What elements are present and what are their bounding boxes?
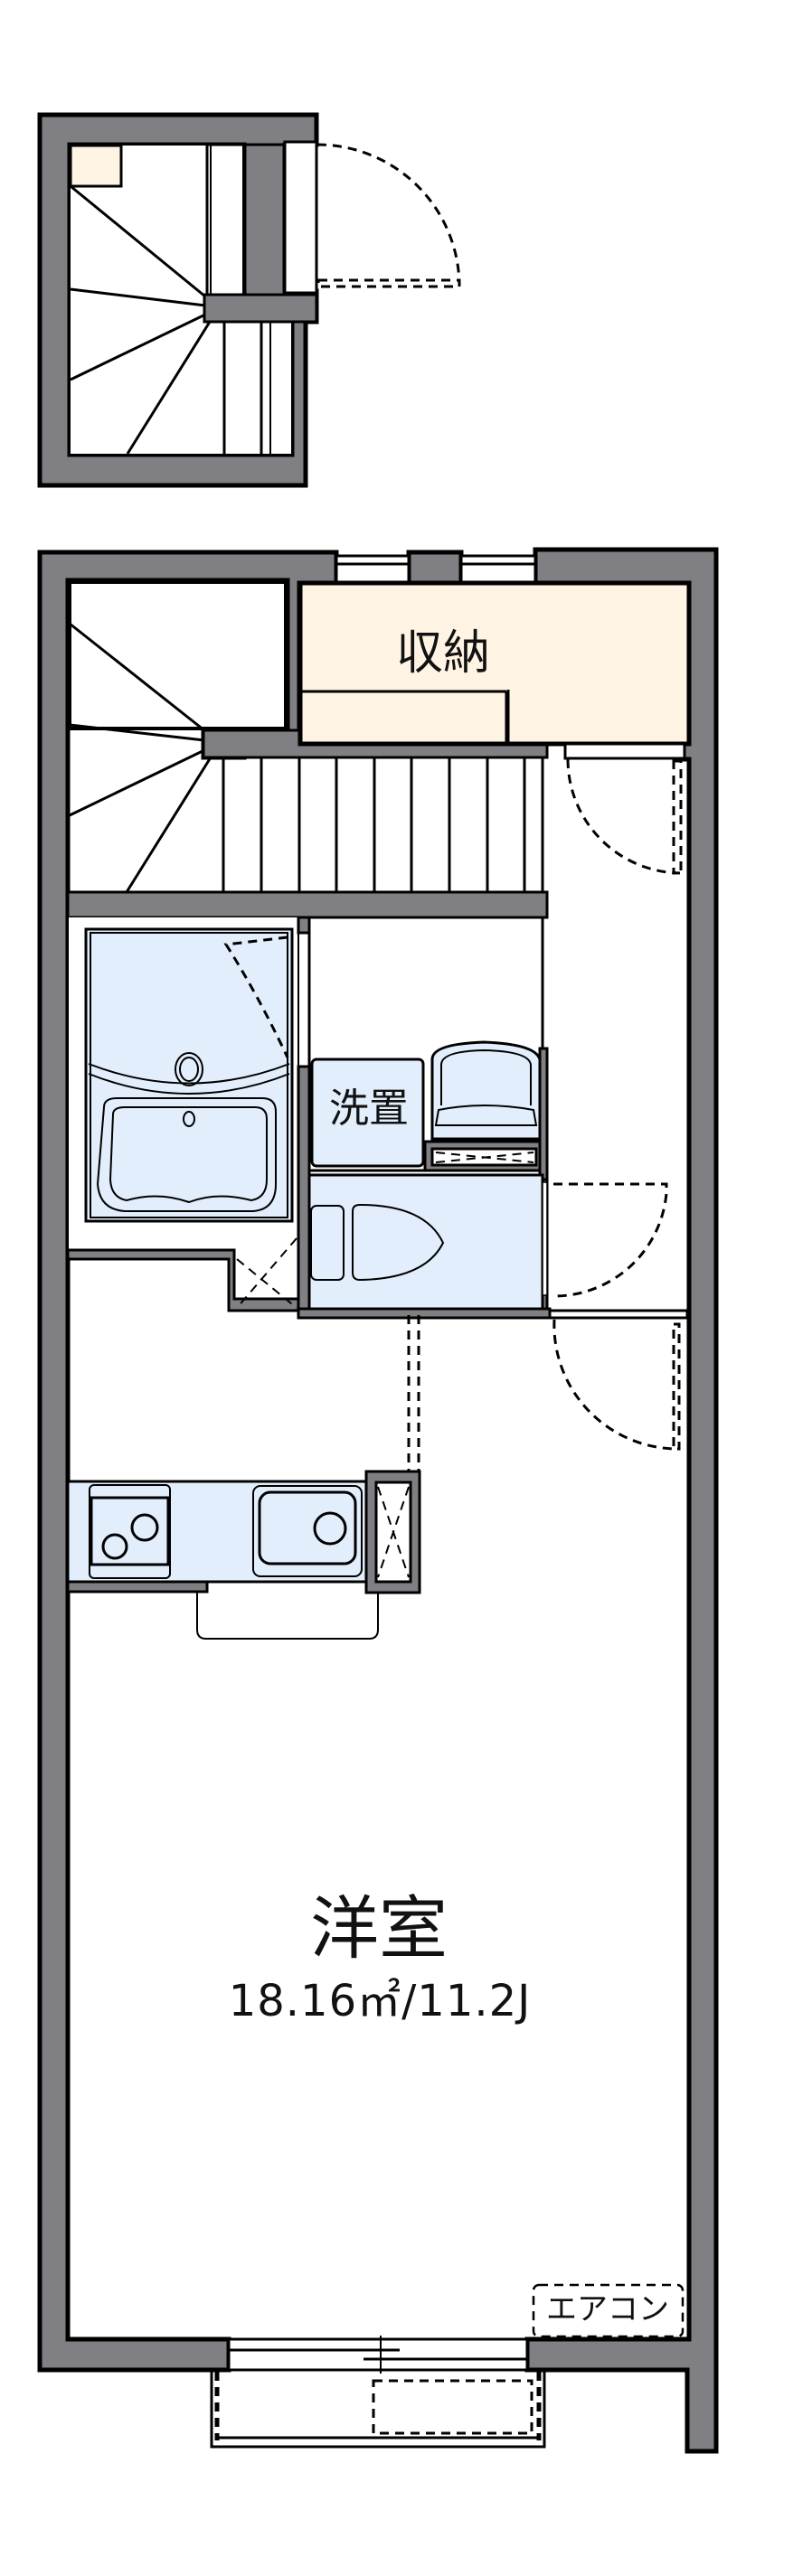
storage-room: [297, 580, 692, 747]
storage-label: 収納: [395, 626, 491, 681]
stairs-icon: [69, 622, 544, 893]
aircon-label: エアコン: [546, 2291, 669, 2327]
aircon-box: [532, 2283, 685, 2338]
washroom: [307, 916, 549, 1181]
toilet-room: [307, 1173, 668, 1312]
spiral-stairs-icon: [70, 184, 271, 455]
washing-machine-space: [310, 1058, 425, 1168]
unit-bath-icon: [84, 927, 294, 1223]
washbasin-icon: [430, 1040, 542, 1141]
kitchen-sink-icon: [252, 1485, 363, 1577]
pipe-space-icon: [236, 1237, 297, 1309]
upper-floor-section: [37, 112, 461, 488]
bathroom: [69, 917, 310, 1249]
upper-storage-box: [69, 144, 123, 188]
kitchen-stove-icon: [89, 1484, 171, 1579]
outdoor-unit-space: [372, 2379, 533, 2435]
hallway-door-icon: [548, 1309, 689, 1451]
swing-door-icon: [316, 143, 461, 288]
balcony-window: [227, 2336, 529, 2374]
refrigerator-space-icon: [196, 1593, 379, 1640]
western-room-label: 洋室: [310, 1888, 448, 1969]
kitchen: [66, 1470, 421, 1640]
western-room-area: 18.16㎡/11.2J: [228, 1976, 532, 2026]
toilet-icon: [310, 1203, 445, 1282]
main-floor-section: [37, 547, 719, 2454]
entrance-door-icon: [563, 742, 686, 875]
balcony-icon: [210, 2368, 546, 2449]
washer-space-label: 洗置: [329, 1086, 409, 1132]
